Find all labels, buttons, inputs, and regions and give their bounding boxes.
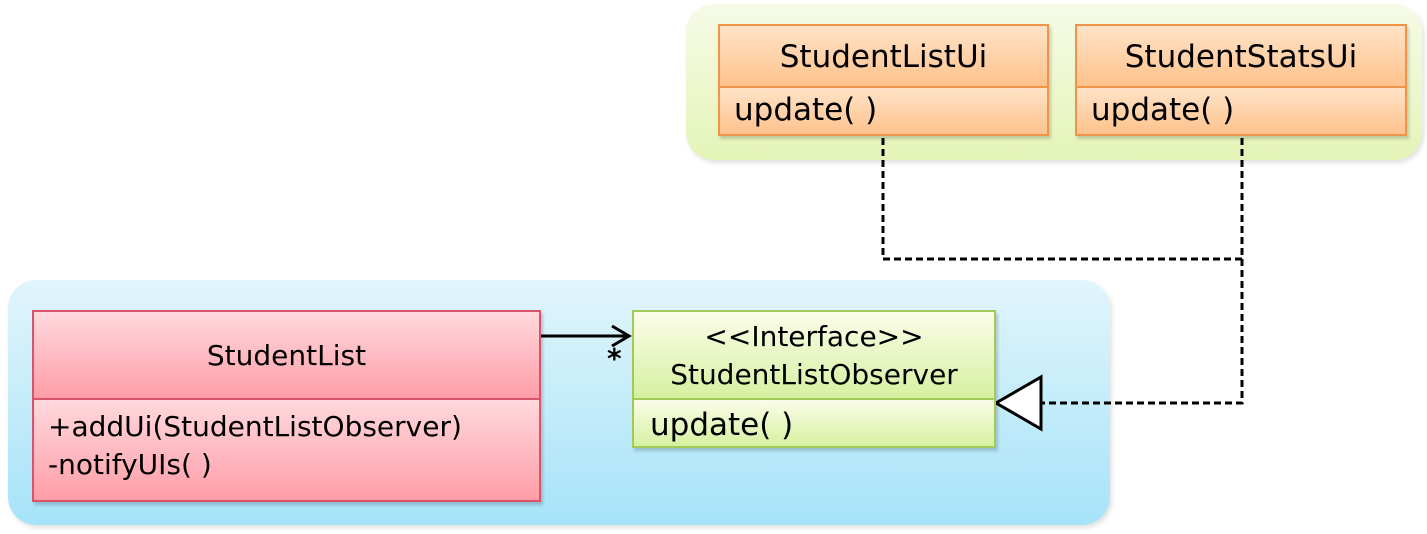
- class-name: StudentList: [34, 312, 539, 400]
- class-studentlist: StudentList +addUi(StudentListObserver) …: [32, 310, 541, 502]
- operation: update( ): [1091, 92, 1235, 128]
- class-operations: update( ): [1077, 88, 1405, 134]
- interface-studentlistobserver: <<Interface>> StudentListObserver update…: [632, 310, 996, 448]
- operation: -notifyUIs( ): [48, 448, 212, 481]
- operation: update( ): [650, 407, 794, 443]
- class-name: StudentListUi: [720, 26, 1047, 88]
- realization-line-studentlistui: [881, 138, 1242, 261]
- multiplicity-label: *: [607, 342, 622, 375]
- realization-arrowhead-icon: [993, 374, 1043, 432]
- class-studentstatsui: StudentStatsUi update( ): [1075, 24, 1407, 136]
- operation: update( ): [734, 92, 878, 128]
- class-operations: update( ): [634, 400, 994, 446]
- realization-line-studentstatsui: [1041, 138, 1244, 405]
- interface-header: <<Interface>> StudentListObserver: [634, 312, 994, 400]
- class-operations: +addUi(StudentListObserver) -notifyUIs( …: [34, 400, 539, 500]
- class-operations: update( ): [720, 88, 1047, 134]
- association-arrowhead-icon: [611, 324, 632, 348]
- class-name: StudentStatsUi: [1077, 26, 1405, 88]
- class-studentlistui: StudentListUi update( ): [718, 24, 1049, 136]
- stereotype-label: <<Interface>>: [704, 320, 924, 353]
- operation: +addUi(StudentListObserver): [48, 410, 462, 443]
- class-name: StudentListObserver: [670, 358, 958, 391]
